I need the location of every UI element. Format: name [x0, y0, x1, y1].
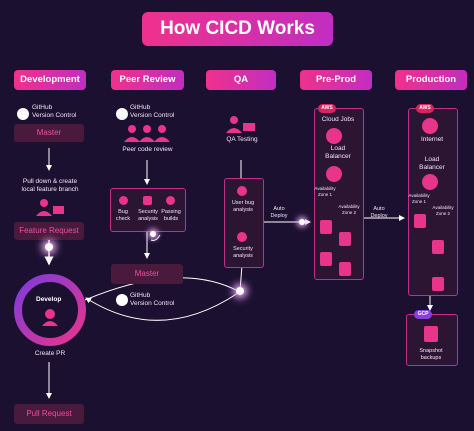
security-analysis-label: Security analysis [138, 209, 158, 222]
github-icon [116, 108, 128, 120]
gcp-badge: GCP [414, 310, 432, 319]
peer-master-button[interactable]: Master [111, 264, 183, 284]
qa-tester-icon [226, 116, 255, 133]
bug-check-icon [119, 196, 128, 205]
production-aws-badge: AWS [416, 104, 434, 113]
stage-qa: QA [206, 70, 276, 90]
reviewers-icon [124, 125, 170, 142]
peer-checks-box [110, 188, 186, 232]
preprod-az2-server-icon [339, 232, 351, 246]
develop-label: Develop [36, 296, 62, 303]
production-db-icon [432, 277, 444, 291]
internet-label: Internet [420, 136, 444, 143]
qa-auto-deploy-label: Auto Deploy [270, 206, 288, 219]
security-shield-icon [143, 196, 152, 205]
production-az1-server-icon [414, 214, 426, 228]
preprod-aws-box [314, 108, 364, 280]
production-az2-server-icon [432, 240, 444, 254]
arrow-qa-back-to-develop [85, 292, 239, 321]
snapshot-icon [424, 326, 438, 342]
production-aws-box [408, 108, 458, 296]
passing-builds-label: Passing builds [161, 209, 181, 222]
dev-github-label: GitHub Version Control [32, 104, 77, 119]
preprod-az2-db-icon [339, 262, 351, 276]
preprod-az1-label: Availability Zone 1 [314, 186, 336, 197]
stage-production: Production [395, 70, 467, 90]
passing-builds-icon [166, 196, 175, 205]
pull-down-label: Pull down & create local feature branch [21, 178, 79, 193]
stage-development: Development [14, 70, 86, 90]
pull-request-button[interactable]: Pull Request [14, 404, 84, 424]
production-az2-label: Availability Zone 2 [432, 205, 454, 216]
dev-master-button[interactable]: Master [14, 124, 84, 142]
github-icon [116, 294, 128, 306]
page-title: How CICD Works [142, 12, 333, 46]
stage-pre-prod: Pre-Prod [300, 70, 372, 90]
preprod-load-balancer-label: Load Balancer [325, 145, 351, 160]
github-icon [17, 108, 29, 120]
production-az1-label: Availability Zone 1 [408, 193, 430, 204]
qa-testing-label: QA Testing [226, 136, 258, 143]
develop-cycle-icon [14, 274, 86, 346]
preprod-az1-db-icon [320, 252, 332, 266]
bug-check-label: Bug check [115, 209, 131, 222]
peer-github-label: GitHub Version Control [130, 104, 175, 119]
preprod-az1-server-icon [320, 220, 332, 234]
preprod-load-balancer-icon [326, 166, 342, 182]
preprod-auto-deploy-label: Auto Deploy [370, 206, 388, 219]
glow-dot [299, 219, 305, 225]
peer-code-review-label: Peer code review [122, 146, 173, 153]
production-load-balancer-icon [422, 174, 438, 190]
glow-dot [45, 243, 53, 251]
cloud-jobs-label: Cloud Jobs [321, 116, 355, 123]
feature-request-button[interactable]: Feature Request [14, 222, 84, 240]
security-analysis-icon [237, 232, 247, 242]
cloud-jobs-icon [326, 128, 342, 144]
production-load-balancer-label: Load Balancer [419, 156, 445, 171]
user-bug-icon [237, 186, 247, 196]
preprod-az2-label: Availability Zone 2 [338, 204, 360, 215]
preprod-aws-badge: AWS [318, 104, 336, 113]
peer-github-bottom-label: GitHub Version Control [130, 292, 175, 307]
glow-dot [150, 231, 156, 237]
stage-peer-review: Peer Review [111, 70, 184, 90]
qa-security-analysis-label: Security analysis [233, 246, 253, 259]
glow-dot [236, 287, 244, 295]
user-bug-analysis-label: User bug analysis [231, 200, 255, 213]
internet-globe-icon [422, 118, 438, 134]
developer-laptop-icon [36, 199, 64, 216]
create-pr-label: Create PR [34, 350, 66, 357]
snapshot-backups-label: Snapshot backups [419, 348, 443, 361]
